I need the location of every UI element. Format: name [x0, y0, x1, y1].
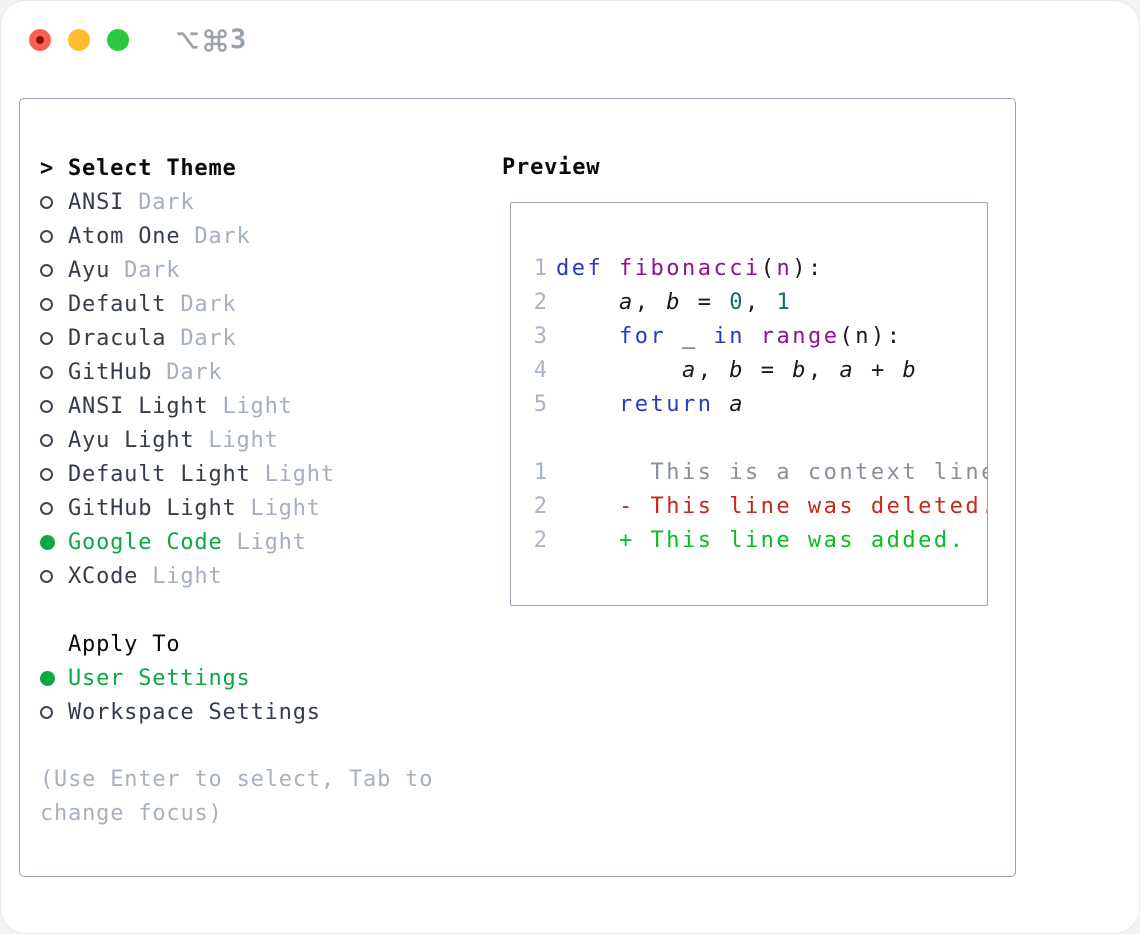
theme-option-label: GitHub [68, 359, 153, 385]
theme-option-label: ANSI Light [68, 393, 209, 419]
code-line: 2 - This line was deleted. [531, 490, 987, 524]
option-key-icon [177, 31, 198, 49]
apply-to-header: Apply To [40, 627, 321, 661]
theme-option-label: Atom One [68, 223, 181, 249]
theme-option[interactable]: Google Code Light [40, 525, 335, 559]
zoom-button[interactable] [107, 29, 129, 51]
theme-variant-label: Light [250, 495, 321, 521]
theme-variant-label: Light [222, 393, 293, 419]
apply-to-option[interactable]: Workspace Settings [40, 695, 321, 729]
theme-option[interactable]: GitHub Dark [40, 355, 335, 389]
theme-option[interactable]: ANSI Light Light [40, 389, 335, 423]
theme-option[interactable]: Ayu Dark [40, 253, 335, 287]
theme-list-header: > Select Theme [40, 151, 335, 185]
apply-to-option-label: User Settings [68, 665, 251, 691]
line-number [531, 422, 547, 456]
radio-icon [40, 331, 68, 345]
theme-variant-label: Light [152, 563, 223, 589]
line-number: 2 [533, 494, 547, 519]
radio-icon [40, 569, 68, 583]
code-line: 5 return a [531, 388, 987, 422]
selected-radio-icon [40, 670, 68, 686]
theme-option[interactable]: Atom One Dark [40, 219, 335, 253]
radio-icon [40, 433, 68, 447]
radio-icon [40, 297, 68, 311]
close-button[interactable] [29, 29, 51, 51]
line-number: 2 [533, 528, 547, 553]
selection-prompt-icon: > [40, 155, 55, 181]
radio-icon [40, 263, 68, 277]
line-number: 2 [533, 290, 547, 315]
theme-list-title: Select Theme [68, 155, 237, 181]
theme-option[interactable]: XCode Light [40, 559, 335, 593]
theme-variant-label: Light [208, 427, 279, 453]
selected-radio-icon [40, 534, 68, 550]
theme-option-label: Dracula [68, 325, 167, 351]
apply-to-title: Apply To [68, 631, 181, 657]
help-text: (Use Enter to select, Tab to change focus… [40, 763, 433, 831]
theme-option-label: Default Light [68, 461, 251, 487]
theme-option[interactable]: ANSI Dark [40, 185, 335, 219]
theme-variant-label: Dark [166, 359, 223, 385]
theme-variant-label: Dark [180, 291, 237, 317]
line-number: 1 [533, 460, 547, 485]
radio-icon [40, 365, 68, 379]
code-line: 3 for _ in range(n): [531, 320, 987, 354]
theme-option-label: ANSI [68, 189, 125, 215]
theme-option[interactable]: Dracula Dark [40, 321, 335, 355]
apply-to-option-label: Workspace Settings [68, 699, 321, 725]
help-text-line: (Use Enter to select, Tab to [40, 767, 434, 792]
line-number: 5 [533, 392, 547, 417]
line-number: 4 [533, 358, 547, 383]
code-line: 2 a, b = 0, 1 [531, 286, 987, 320]
theme-option[interactable]: Default Light Light [40, 457, 335, 491]
close-dot-icon [36, 36, 44, 44]
code-line: 1 This is a context line. [531, 456, 987, 490]
radio-icon [40, 501, 68, 515]
help-text-line: change focus) [40, 801, 223, 826]
radio-icon [40, 399, 68, 413]
theme-option-label: GitHub Light [68, 495, 237, 521]
theme-variant-label: Dark [194, 223, 251, 249]
theme-option-label: Google Code [68, 529, 223, 555]
window-shortcut: 3 [174, 24, 247, 55]
line-number: 1 [533, 256, 547, 281]
theme-variant-label: Light [264, 461, 335, 487]
theme-option-label: XCode [68, 563, 139, 589]
theme-variant-label: Light [236, 529, 307, 555]
radio-icon [40, 705, 68, 719]
theme-variant-label: Dark [124, 257, 181, 283]
preview-title: Preview [502, 155, 601, 180]
radio-icon [40, 195, 68, 209]
theme-option[interactable]: GitHub Light Light [40, 491, 335, 525]
code-line: 2 + This line was added. [531, 524, 987, 558]
theme-option[interactable]: Ayu Light Light [40, 423, 335, 457]
theme-option-label: Ayu Light [68, 427, 195, 453]
line-number: 3 [533, 324, 547, 349]
minimize-button[interactable] [68, 29, 90, 51]
titlebar: 3 [29, 24, 247, 55]
theme-option-label: Default [68, 291, 167, 317]
theme-option[interactable]: Default Dark [40, 287, 335, 321]
theme-option-label: Ayu [68, 257, 111, 283]
theme-variant-label: Dark [138, 189, 195, 215]
shortcut-key-label: 3 [230, 24, 247, 55]
radio-icon [40, 467, 68, 481]
radio-icon [40, 229, 68, 243]
apply-to-option[interactable]: User Settings [40, 661, 321, 695]
theme-variant-label: Dark [180, 325, 237, 351]
code-line: 4 a, b = b, a + b [531, 354, 987, 388]
code-line [531, 422, 987, 456]
command-key-icon [204, 28, 227, 52]
